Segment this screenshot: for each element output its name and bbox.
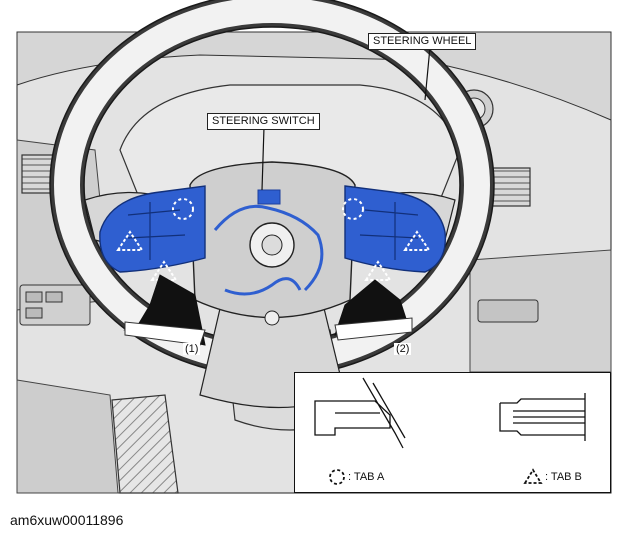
right-slot [477,299,539,323]
hub-center-bolt [261,234,283,256]
hub-wiring [213,204,324,292]
left-switch-buttons [127,202,186,260]
tab-b-legend-label: : TAB B [545,471,582,483]
lower-bolt [264,310,280,326]
floor-left [16,379,119,494]
hub-wiring-2 [224,277,302,296]
right-switch-buttons [359,202,419,260]
steering-wheel-leader [424,46,431,101]
steering-wheel-label: STEERING WHEEL [368,33,477,50]
arrow-1-label: (1) [183,343,201,355]
tab-b-detail-drawing [499,393,586,441]
tab-a-detail-drawing [314,377,406,449]
tab-b-marker-right-upper [403,230,431,251]
right-console [469,249,612,373]
tab-detail-drawings [314,377,586,485]
tab-b-marker-left-upper [116,230,144,251]
pedal [111,394,179,494]
steering-switch-leader [261,126,265,191]
arrow-2-white [334,317,413,341]
tab-b-symbol [523,468,543,484]
steering-switch-label: STEERING SWITCH [207,113,320,130]
left-switch-panel [19,284,91,326]
left-switch-1 [25,291,43,303]
left-switch-3 [25,307,43,319]
arrow-2-label: (2) [394,343,412,355]
left-steering-switch [99,185,206,273]
tab-a-legend-label: : TAB A [348,471,385,483]
legend-box: : TAB A : TAB B [294,372,611,493]
left-switch-2 [45,291,63,303]
tab-b-marker-right-lower [364,260,392,281]
tab-a-marker-right [342,198,364,220]
tab-a-symbol [329,469,345,485]
tab-a-marker-left [172,198,194,220]
figure-code: am6xuw00011896 [10,512,124,528]
connector [257,189,281,205]
